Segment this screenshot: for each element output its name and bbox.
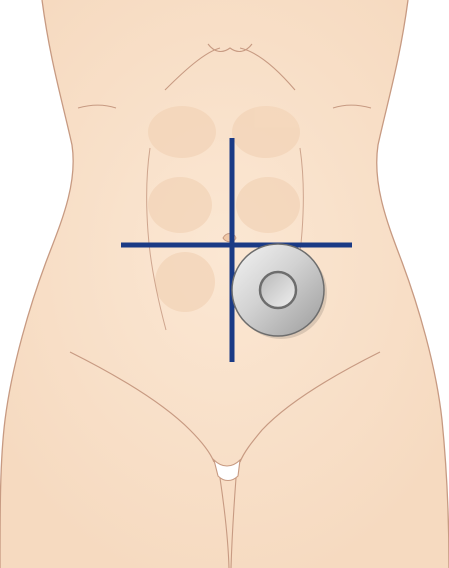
stoma-ring-hole: [260, 272, 296, 308]
